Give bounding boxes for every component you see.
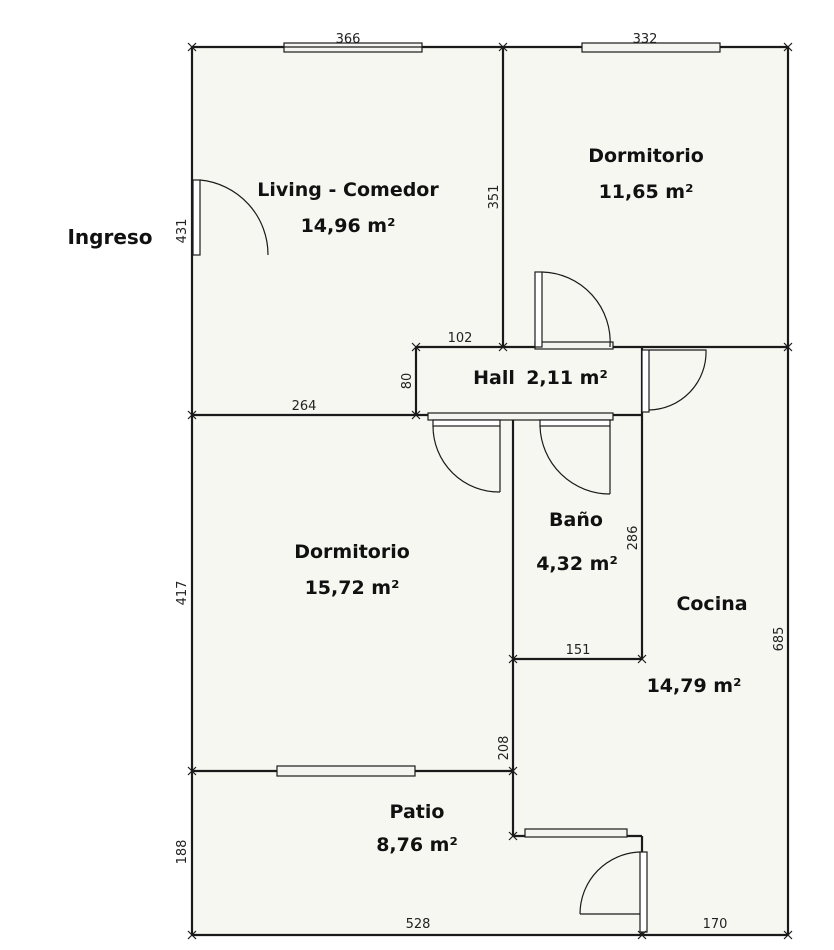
dimension-lines bbox=[187, 42, 793, 940]
dim-bottom-right: 170 bbox=[703, 917, 728, 932]
dim-living-dorm-wall: 351 bbox=[487, 185, 502, 210]
hall-name: Hall bbox=[473, 367, 515, 389]
dorm-top-area: 11,65 m² bbox=[599, 181, 694, 203]
room-labels: Ingreso Living - Comedor 14,96 m² Dormit… bbox=[67, 145, 747, 856]
door-patio bbox=[579, 851, 648, 933]
dorm-top-name: Dormitorio bbox=[588, 145, 704, 167]
dim-hall-height: 80 bbox=[400, 373, 415, 390]
dim-left-living: 431 bbox=[175, 219, 190, 244]
dim-left-patio: 188 bbox=[175, 840, 190, 865]
hall-area: 2,11 m² bbox=[526, 367, 608, 389]
window-dorm-top bbox=[581, 42, 721, 53]
door-dorm-top bbox=[534, 271, 611, 348]
window-hall-bottom bbox=[427, 412, 614, 421]
dim-bath-width: 151 bbox=[566, 643, 591, 658]
doors bbox=[192, 179, 707, 933]
dim-bath-height: 286 bbox=[626, 526, 641, 551]
patio-area: 8,76 m² bbox=[376, 834, 458, 856]
living-name: Living - Comedor bbox=[257, 179, 439, 201]
dim-hall-width: 102 bbox=[448, 331, 473, 346]
floor-fills bbox=[192, 47, 788, 935]
bath-area: 4,32 m² bbox=[536, 553, 618, 575]
dorm-top-floor bbox=[503, 47, 788, 347]
patio-floor bbox=[192, 771, 642, 935]
dim-left-dorm: 417 bbox=[175, 581, 190, 606]
dim-top-right: 332 bbox=[633, 32, 658, 47]
door-bath bbox=[539, 419, 611, 495]
kitchen-area: 14,79 m² bbox=[647, 675, 742, 697]
dimension-labels: 366 332 431 351 102 80 264 286 151 417 6… bbox=[175, 32, 787, 932]
bath-name: Baño bbox=[549, 509, 603, 531]
dim-top-left: 366 bbox=[336, 32, 361, 47]
entrance-label: Ingreso bbox=[67, 225, 152, 249]
door-dorm-bottom bbox=[432, 419, 501, 493]
dorm-bottom-floor bbox=[192, 415, 513, 771]
door-kitchen bbox=[641, 349, 707, 413]
window-hall bbox=[534, 341, 614, 350]
patio-name: Patio bbox=[390, 801, 445, 823]
kitchen-name: Cocina bbox=[676, 593, 747, 615]
dim-right-total: 685 bbox=[772, 627, 787, 652]
hall-floor bbox=[416, 347, 788, 415]
dorm-bottom-area: 15,72 m² bbox=[305, 577, 400, 599]
living-area: 14,96 m² bbox=[301, 215, 396, 237]
window-patio bbox=[276, 765, 416, 777]
dorm-bottom-name: Dormitorio bbox=[294, 541, 410, 563]
dim-dorm-top-wall: 264 bbox=[292, 399, 317, 414]
dim-bottom-left: 528 bbox=[406, 917, 431, 932]
door-entrance bbox=[192, 179, 269, 256]
dim-patio-wall: 208 bbox=[497, 736, 512, 761]
window-kitchen-patio bbox=[524, 828, 628, 838]
